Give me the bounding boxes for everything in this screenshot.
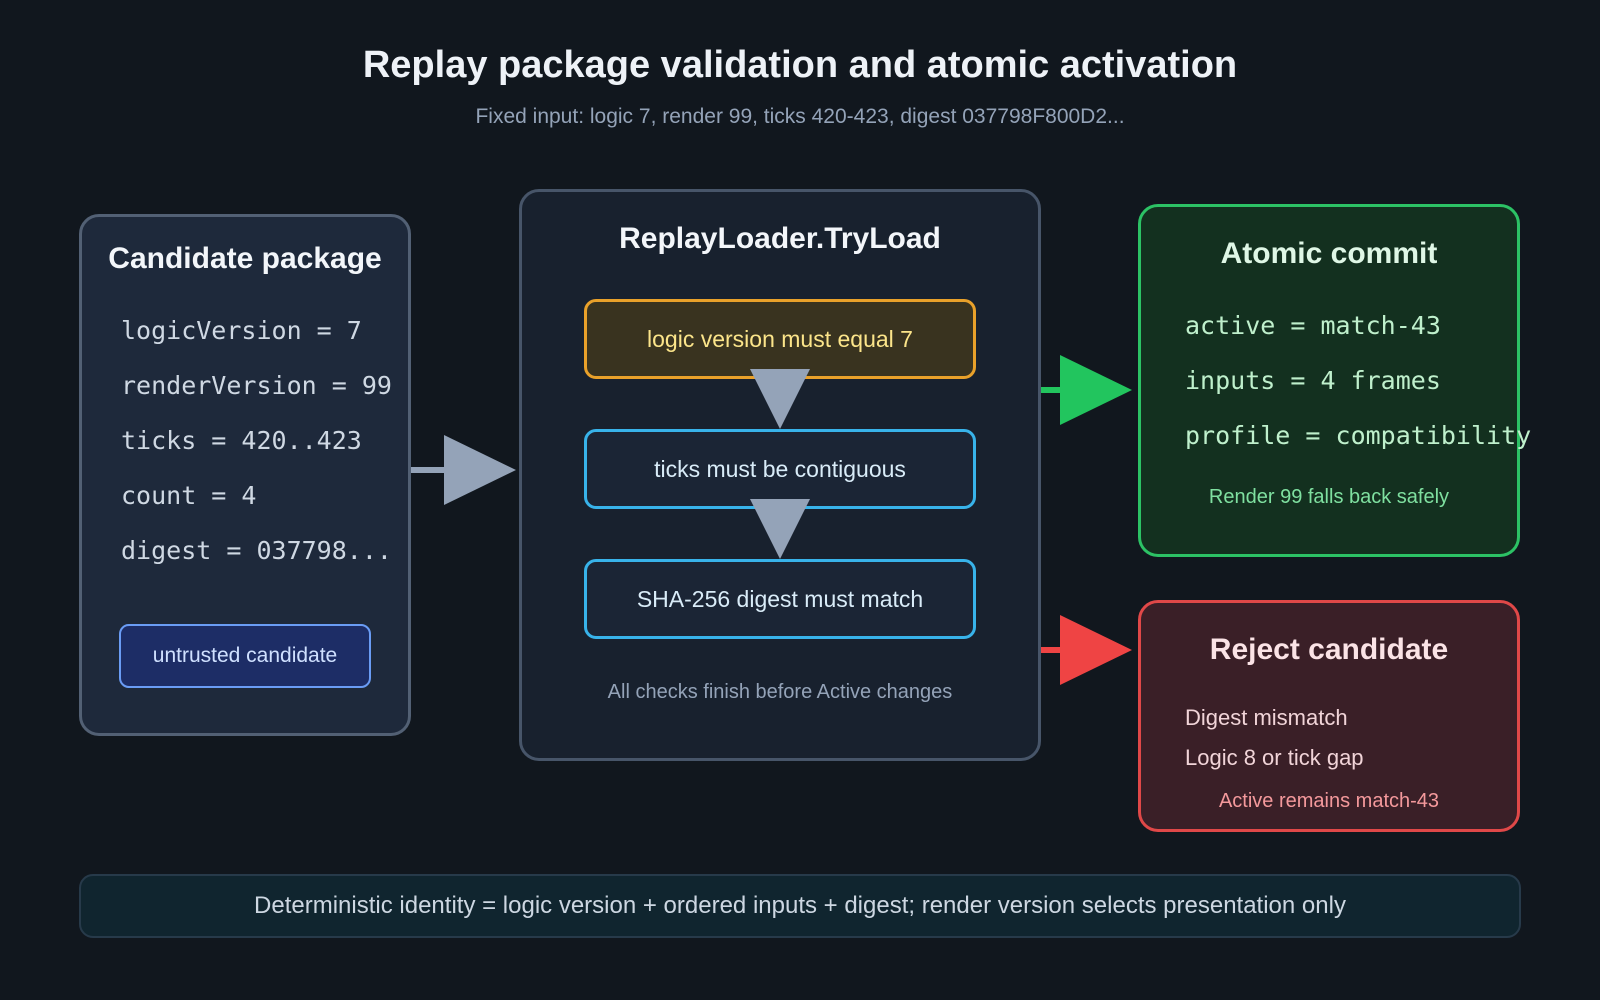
replay-loader-title: ReplayLoader.TryLoad: [619, 222, 941, 255]
reject-candidate-title: Reject candidate: [1209, 633, 1449, 666]
reject-candidate-card: [1138, 600, 1520, 832]
atomic-commit-title: Atomic commit: [1220, 237, 1438, 270]
commit-field-inputs: inputs = 4 frames: [1185, 366, 1441, 395]
candidate-field-count: count = 4: [121, 481, 257, 510]
candidate-field-digest: digest = 037798...: [121, 536, 392, 565]
reject-note: Active remains match-43: [1218, 790, 1440, 812]
arrow-candidate-to-loader: [411, 435, 516, 505]
reject-item-digest-mismatch: Digest mismatch: [1185, 705, 1348, 730]
digest-match-check: SHA-256 digest must match: [584, 559, 976, 639]
diagram-subtitle: Fixed input: logic 7, render 99, ticks 4…: [475, 105, 1125, 128]
atomic-commit-card: [1138, 204, 1520, 557]
arrow-logic-to-ticks: [750, 369, 810, 429]
candidate-field-render-version: renderVersion = 99: [121, 371, 392, 400]
commit-field-profile: profile = compatibility: [1185, 421, 1532, 450]
loader-note: All checks finish before Active changes: [607, 681, 953, 703]
arrow-ticks-to-digest: [750, 499, 810, 559]
reject-item-logic-or-tick-gap: Logic 8 or tick gap: [1185, 745, 1364, 770]
candidate-field-logic-version: logicVersion = 7: [121, 316, 362, 345]
candidate-field-ticks: ticks = 420..423: [121, 426, 362, 455]
untrusted-candidate-badge: untrusted candidate: [119, 624, 371, 688]
arrow-loader-to-commit: [1041, 355, 1132, 425]
arrow-loader-to-reject: [1041, 615, 1132, 685]
commit-field-active: active = match-43: [1185, 311, 1441, 340]
diagram-title: Replay package validation and atomic act…: [362, 44, 1238, 86]
candidate-package-title: Candidate package: [108, 242, 382, 275]
commit-note: Render 99 falls back safely: [1208, 486, 1450, 508]
footer-summary: Deterministic identity = logic version +…: [79, 874, 1521, 938]
